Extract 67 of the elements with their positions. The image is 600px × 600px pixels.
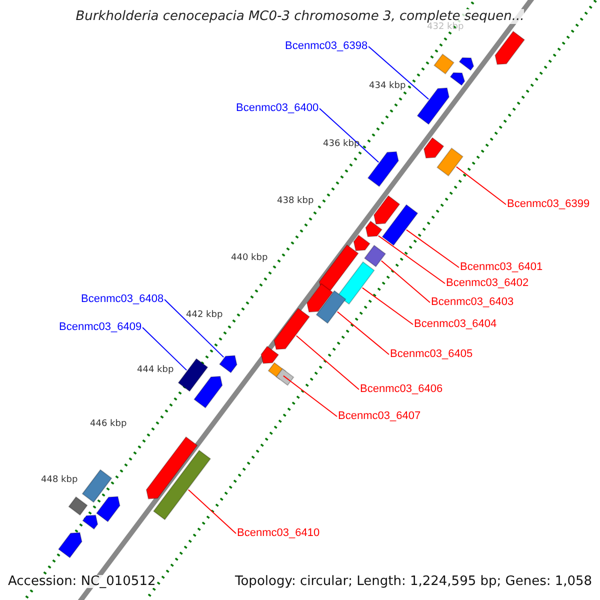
gene-label: Bcenmc03_6403	[431, 297, 514, 308]
kbp-label: 432 kbp	[427, 23, 464, 32]
gene-block	[458, 57, 474, 71]
gene-block	[382, 204, 418, 246]
gene-block	[96, 496, 120, 522]
leader-line	[282, 375, 338, 417]
leader-line	[380, 260, 430, 303]
leader-line	[188, 489, 236, 534]
gene-label: Bcenmc03_6410	[237, 528, 320, 539]
kbp-label: 444 kbp	[137, 366, 174, 375]
kbp-label: 446 kbp	[90, 420, 127, 429]
kbp-label: 442 kbp	[186, 311, 223, 320]
gene-block	[365, 220, 382, 238]
gene-block	[82, 514, 98, 530]
gene-block	[436, 148, 464, 176]
gene-block	[82, 469, 112, 503]
gene-block	[146, 436, 198, 500]
gene-label: Bcenmc03_6407	[338, 411, 421, 422]
genome-summary-text: Topology: circular; Length: 1,224,595 bp; Genes: 1,058	[235, 575, 592, 588]
gene-label: Bcenmc03_6406	[360, 384, 443, 395]
gene-block	[316, 290, 346, 324]
gene-block	[274, 308, 310, 350]
gene-label: Bcenmc03_6400	[236, 103, 319, 114]
leader-line	[378, 235, 446, 284]
gene-block	[152, 450, 212, 520]
gene-label: Bcenmc03_6402	[446, 278, 529, 289]
leader-line	[296, 335, 360, 390]
kbp-label: 448 kbp	[41, 476, 78, 485]
leader-line	[368, 46, 430, 100]
gene-block	[58, 532, 82, 558]
accession-text: Accession: NC_010512	[8, 575, 156, 588]
kbp-label: 440 kbp	[231, 254, 268, 263]
gene-label: Bcenmc03_6399	[507, 199, 590, 210]
gene-block	[494, 30, 526, 65]
leader-line	[336, 311, 390, 355]
kbp-label: 434 kbp	[369, 82, 406, 91]
leader-line	[319, 108, 380, 163]
gene-block	[434, 54, 454, 74]
gene-block	[178, 358, 208, 392]
gene-block	[306, 283, 334, 313]
leader-line	[164, 299, 224, 358]
gene-block	[373, 195, 400, 225]
gene-label: Bcenmc03_6401	[460, 262, 543, 273]
kbp-label: 436 kbp	[323, 140, 360, 149]
gene-label: Bcenmc03_6409	[59, 322, 142, 333]
leader-line	[142, 327, 188, 371]
gene-block	[276, 368, 294, 386]
gene-block	[337, 261, 375, 305]
gene-block	[218, 355, 238, 374]
gene-label: Bcenmc03_6398	[285, 41, 368, 52]
gene-label: Bcenmc03_6405	[390, 349, 473, 360]
title: Burkholderia cenocepacia MC0-3 chromosome 3, complete sequen...	[76, 9, 524, 24]
leader-line	[406, 229, 460, 268]
gene-block	[423, 137, 444, 159]
leader-line	[362, 287, 414, 325]
gene-label: Bcenmc03_6408	[81, 294, 164, 305]
gene-block	[260, 346, 280, 364]
gene-block	[194, 376, 223, 408]
gene-label: Bcenmc03_6404	[414, 319, 497, 330]
kbp-label: 438 kbp	[277, 197, 314, 206]
gene-block	[450, 72, 466, 86]
gene-block	[416, 87, 450, 125]
gene-block	[367, 151, 399, 188]
gene-block	[353, 234, 370, 252]
gene-block	[68, 496, 88, 516]
gene-block	[318, 244, 359, 292]
gene-block	[364, 244, 386, 268]
